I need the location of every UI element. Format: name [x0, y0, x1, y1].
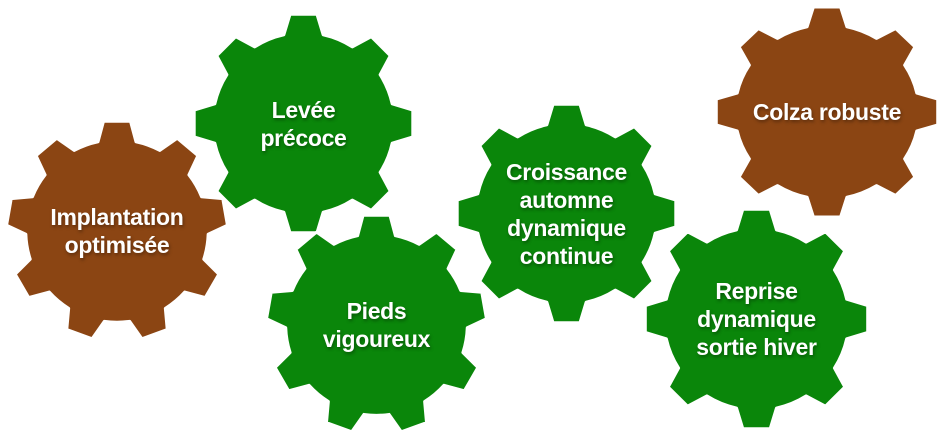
gear-label: Implantation optimisée: [50, 203, 184, 258]
gear-label: Reprise dynamique sortie hiver: [696, 277, 817, 361]
gear-icon: [192, 12, 415, 235]
gear-icon: [714, 5, 940, 219]
gear-colza-robuste: Colza robuste: [712, 3, 942, 221]
gear-pieds-vigoureux: Pieds vigoureux: [263, 211, 490, 437]
gear-label: Croissance automne dynamique continue: [505, 158, 627, 269]
gear-icon: [455, 102, 678, 325]
gear-label: Colza robuste: [752, 98, 902, 125]
gear-label: Levée précoce: [260, 96, 347, 151]
gear-reprise-dynamique: Reprise dynamique sortie hiver: [641, 205, 872, 433]
gear-label: Pieds vigoureux: [322, 297, 431, 352]
gear-icon: [265, 213, 488, 434]
gear-levee-precoce: Levée précoce: [190, 10, 417, 237]
gear-icon: [643, 207, 870, 431]
gear-implantation-optimisee: Implantation optimisée: [3, 117, 231, 345]
gear-icon: [5, 119, 229, 341]
gear-croissance-automne: Croissance automne dynamique continue: [453, 100, 680, 327]
